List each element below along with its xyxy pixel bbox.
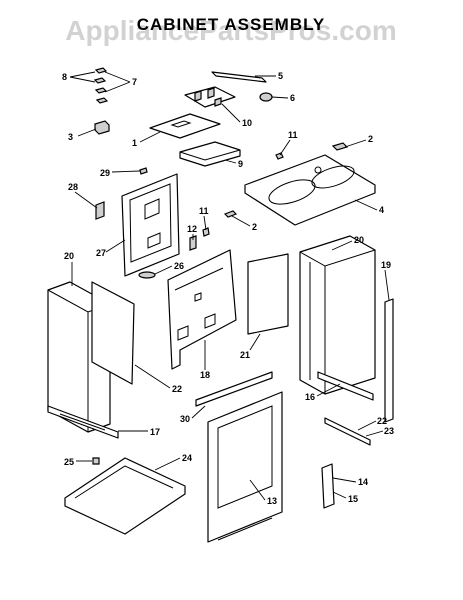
part-insulation-22a: [91, 281, 135, 385]
callout-29: 29: [100, 168, 110, 178]
part-clip-2a: [331, 142, 349, 151]
part-bracket-14: [321, 463, 335, 509]
callout-20-right: 20: [354, 235, 364, 245]
part-plate-1: [149, 113, 221, 139]
callout-8: 8: [62, 72, 67, 82]
callout-5: 5: [278, 71, 283, 81]
part-knob-6: [259, 92, 273, 102]
callout-1: 1: [132, 138, 137, 148]
callout-4: 4: [379, 205, 384, 215]
callout-22-right: 22: [377, 416, 387, 426]
part-trim-19: [384, 298, 394, 423]
part-side-panel-20b: [299, 235, 376, 395]
leader-lines: [69, 71, 390, 501]
callout-3: 3: [68, 132, 73, 142]
callout-19: 19: [381, 260, 391, 270]
diagram-title: CABINET ASSEMBLY: [137, 15, 326, 34]
callout-14: 14: [358, 477, 368, 487]
callout-9: 9: [238, 159, 243, 169]
part-bracket-9: [179, 141, 241, 167]
part-bracket-28: [95, 201, 105, 220]
callout-28: 28: [68, 182, 78, 192]
part-rail-16: [317, 371, 374, 401]
callout-27: 27: [96, 248, 106, 258]
callout-13: 13: [267, 496, 277, 506]
callout-18: 18: [200, 370, 210, 380]
part-bracket-10: [184, 86, 236, 108]
callout-11-mid: 11: [199, 206, 209, 216]
callout-20-left: 20: [64, 251, 74, 261]
part-kick-rail-17: [47, 405, 119, 439]
callout-24: 24: [182, 453, 192, 463]
part-clip-2b: [223, 210, 238, 218]
part-bracket-3: [94, 120, 110, 135]
callout-2-mid: 2: [252, 222, 257, 232]
part-strip-22b: [324, 417, 371, 446]
callout-16: 16: [305, 392, 315, 402]
callout-22-left: 22: [172, 384, 182, 394]
part-clip-11b: [202, 227, 210, 237]
part-bracket-12: [189, 235, 197, 251]
callout-25: 25: [64, 457, 74, 467]
part-clip-11a: [275, 152, 284, 160]
part-rear-panel-27: [121, 173, 180, 277]
part-strip-5: [211, 71, 267, 83]
part-inner-panel-18: [167, 249, 237, 370]
callout-11-top: 11: [288, 130, 298, 140]
part-drawer-24: [64, 457, 186, 535]
callout-17: 17: [150, 427, 160, 437]
part-insulation-21: [247, 253, 289, 335]
part-front-frame-30: [195, 371, 273, 407]
part-leveler-25: [92, 457, 100, 465]
callout-2-top: 2: [368, 134, 373, 144]
callouts: 8 7 5 6 10 3 1 11 2 9 29 4 28 27 11 2 12…: [62, 71, 394, 506]
part-hinge-26: [138, 271, 156, 279]
part-screw-29: [139, 167, 148, 175]
callout-23: 23: [384, 426, 394, 436]
callout-15: 15: [348, 494, 358, 504]
callout-21: 21: [240, 350, 250, 360]
part-front-frame-13: [207, 391, 283, 543]
watermark: AppliancePartsPros.com: [65, 15, 396, 46]
callout-30: 30: [180, 414, 190, 424]
part-clips-7-8: [93, 67, 109, 104]
callout-10: 10: [242, 118, 252, 128]
callout-7: 7: [132, 77, 137, 87]
part-top-panel-4: [244, 154, 376, 226]
callout-26: 26: [174, 261, 184, 271]
callout-12: 12: [187, 224, 197, 234]
callout-6: 6: [290, 93, 295, 103]
